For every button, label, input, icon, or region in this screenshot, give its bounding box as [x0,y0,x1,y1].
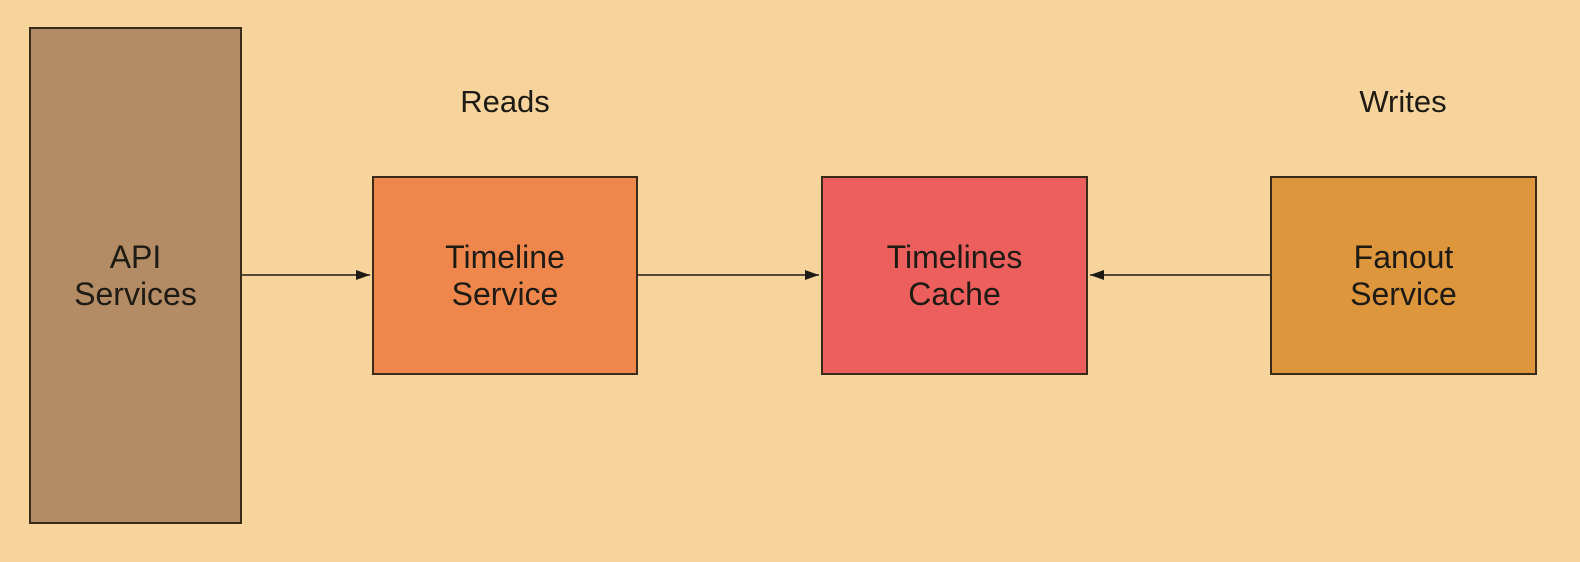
fanout-service-label: Fanout Service [1350,239,1457,313]
timeline-service-label: Timeline Service [445,239,565,313]
writes-label: Writes [1359,84,1447,119]
timeline-service-label-line2: Service [451,275,559,312]
api-services-label-line1: API [109,238,162,275]
fanout-service-node: Fanout Service [1270,176,1537,375]
timelines-cache-label: Timelines Cache [887,239,1023,313]
reads-label: Reads [460,84,550,119]
api-services-label: API Services [74,239,197,313]
timeline-service-node: Timeline Service [372,176,638,375]
timelines-cache-label-line2: Cache [908,275,1001,312]
fanout-service-label-line2: Service [1350,275,1457,312]
api-services-label-line2: Services [74,275,197,312]
fanout-service-label-line1: Fanout [1353,238,1454,275]
timeline-service-label-line1: Timeline [445,238,565,275]
timelines-cache-label-line1: Timelines [886,238,1023,275]
api-services-node: API Services [29,27,242,524]
timelines-cache-node: Timelines Cache [821,176,1088,375]
